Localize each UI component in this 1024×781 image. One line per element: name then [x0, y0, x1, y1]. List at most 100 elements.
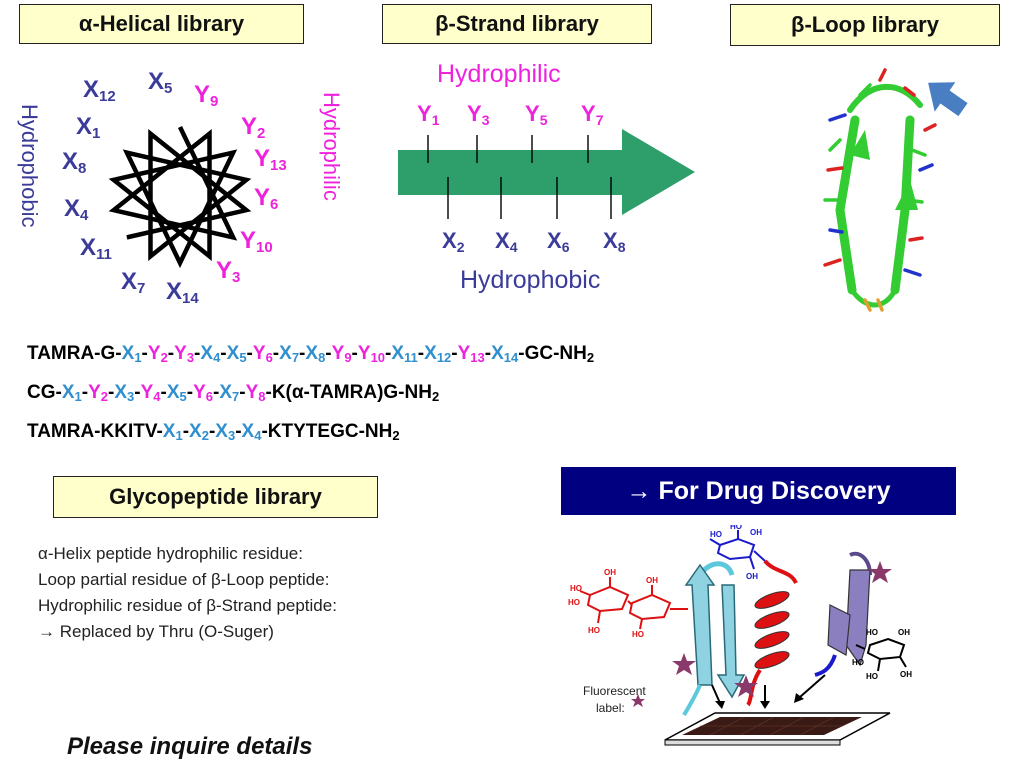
beta-strand-arrow: [398, 129, 695, 219]
note-line-4: → Replaced by Thru (O-Suger): [38, 622, 274, 641]
svg-text:OH: OH: [746, 572, 758, 581]
svg-text:HO: HO: [568, 598, 580, 607]
sequence-token: -: [246, 343, 253, 364]
note-line-1: α-Helix peptide hydrophilic residue:: [38, 544, 303, 563]
sequence-token: -K(α-TAMRA)G-NH: [265, 382, 432, 403]
sequence-token: X4: [200, 343, 221, 365]
sequence-token: Y2: [147, 343, 168, 365]
helix-residue-y10: Y10: [240, 227, 273, 256]
sequence-token: X11: [391, 343, 418, 365]
sequence-token: TAMRA-KKITV-: [27, 421, 163, 442]
helix-residue-y13: Y13: [254, 145, 287, 174]
svg-text:HO: HO: [710, 530, 722, 539]
note-line-3: Hydrophilic residue of β-Strand peptide:: [38, 596, 337, 615]
sequence-token: -: [235, 421, 242, 442]
svg-text:HO: HO: [570, 584, 582, 593]
sequence-token: X7: [279, 343, 300, 365]
strand-residue-y3: Y3: [467, 101, 490, 128]
glycopeptide-array-illustration: HO OH OH HO HO HO HO HO OH OH: [568, 525, 912, 746]
svg-text:OH: OH: [898, 628, 910, 637]
sequence-token: -: [213, 382, 220, 403]
sequence-strand: CG-X1-Y2-X3-Y4-X5-Y6-X7-Y8-K(α-TAMRA)G-N…: [27, 382, 439, 404]
sequence-token: -: [108, 382, 115, 403]
strand-residue-x6: X6: [547, 228, 570, 255]
sequence-token: 2: [586, 350, 595, 365]
helix-residue-x12: X12: [83, 76, 116, 105]
sequence-token: X3: [114, 382, 135, 404]
helix-residue-x8: X8: [62, 148, 87, 177]
sequence-token: X5: [226, 343, 247, 365]
beta-loop-structure: [823, 68, 937, 312]
helical-wheel-path: [108, 126, 252, 269]
note-line-2: Loop partial residue of β-Loop peptide:: [38, 570, 330, 589]
helix-residue-x1: X1: [76, 113, 101, 142]
sequence-token: -: [299, 343, 306, 364]
fluorescent-label-text-2: label:: [596, 701, 625, 715]
svg-text:OH: OH: [646, 576, 658, 585]
sequence-token: X8: [305, 343, 326, 365]
sequence-token: -: [325, 343, 332, 364]
sequence-token: -: [351, 343, 358, 364]
fluorescent-label-text: Fluorescent: [583, 684, 646, 698]
helix-residue-y9: Y9: [194, 81, 219, 110]
helix-residue-x4: X4: [64, 195, 89, 224]
sequence-token: -: [417, 343, 425, 364]
sequence-token: TAMRA-G-: [27, 343, 122, 364]
sequence-token: X12: [424, 343, 452, 365]
helix-residue-x14: X14: [166, 278, 199, 307]
helix-residue-y2: Y2: [241, 113, 266, 142]
strand-residue-y5: Y5: [525, 101, 548, 128]
sequence-token: -: [134, 382, 141, 403]
sequence-helical: TAMRA-G-X1-Y2-Y3-X4-X5-Y6-X7-X8-Y9-Y10-X…: [27, 343, 594, 365]
helical-library-title: α-Helical library: [19, 4, 304, 44]
sequence-token: -: [182, 421, 190, 442]
sequence-token: -: [272, 343, 280, 364]
sequence-token: -: [208, 421, 216, 442]
sequence-token: Y8: [245, 382, 266, 404]
helix-hydrophobic-label: Hydrophobic: [17, 104, 42, 228]
svg-text:HO: HO: [632, 630, 644, 639]
sequence-token: -: [141, 343, 148, 364]
sequence-token: CG-: [27, 382, 62, 403]
sequence-token: X1: [121, 343, 142, 365]
strand-library-title: β-Strand library: [382, 4, 652, 44]
sequence-token: X1: [162, 421, 183, 443]
sequence-token: X5: [166, 382, 187, 404]
svg-text:OH: OH: [604, 568, 616, 577]
helix-residue-x5: X5: [148, 68, 173, 97]
sequence-token: 2: [392, 428, 400, 443]
strand-residue-y7: Y7: [581, 101, 604, 128]
svg-text:HO: HO: [866, 672, 878, 681]
helix-residue-y3: Y3: [216, 257, 241, 286]
sequence-token: -: [239, 382, 246, 403]
drug-discovery-banner: → For Drug Discovery: [561, 467, 956, 515]
sequence-token: -: [81, 382, 89, 403]
sequence-token: Y4: [140, 382, 161, 404]
helix-residue-x11: X11: [80, 234, 112, 263]
svg-text:OH: OH: [750, 528, 762, 537]
pointer-arrow-icon: [928, 82, 968, 117]
strand-hydrophilic-label: Hydrophilic: [437, 60, 561, 88]
sequence-token: X4: [241, 421, 262, 443]
sequence-token: -: [220, 343, 227, 364]
helix-hydrophilic-label: Hydrophilic: [319, 92, 344, 201]
sequence-token: Y3: [174, 343, 195, 365]
sequence-token: Y6: [193, 382, 213, 404]
sequence-token: -KTYTEGC-NH: [261, 421, 393, 442]
sequence-token: -: [186, 382, 194, 403]
sequence-token: X1: [61, 382, 82, 404]
glycopeptide-library-title: Glycopeptide library: [53, 476, 378, 518]
loop-library-title: β-Loop library: [730, 4, 1000, 46]
sequence-token: -GC-NH: [518, 343, 587, 364]
sequence-token: Y6: [252, 343, 273, 365]
strand-residue-x4: X4: [495, 228, 518, 255]
sequence-token: -: [167, 343, 175, 364]
sequence-token: -: [385, 343, 392, 364]
sequence-token: X7: [219, 382, 240, 404]
sequence-token: Y10: [357, 343, 386, 365]
sequence-token: -: [160, 382, 167, 403]
sequence-token: X3: [215, 421, 236, 443]
svg-text:HO: HO: [588, 626, 600, 635]
helical-wheel-diagram: [108, 126, 252, 269]
helix-residue-x7: X7: [121, 268, 146, 297]
